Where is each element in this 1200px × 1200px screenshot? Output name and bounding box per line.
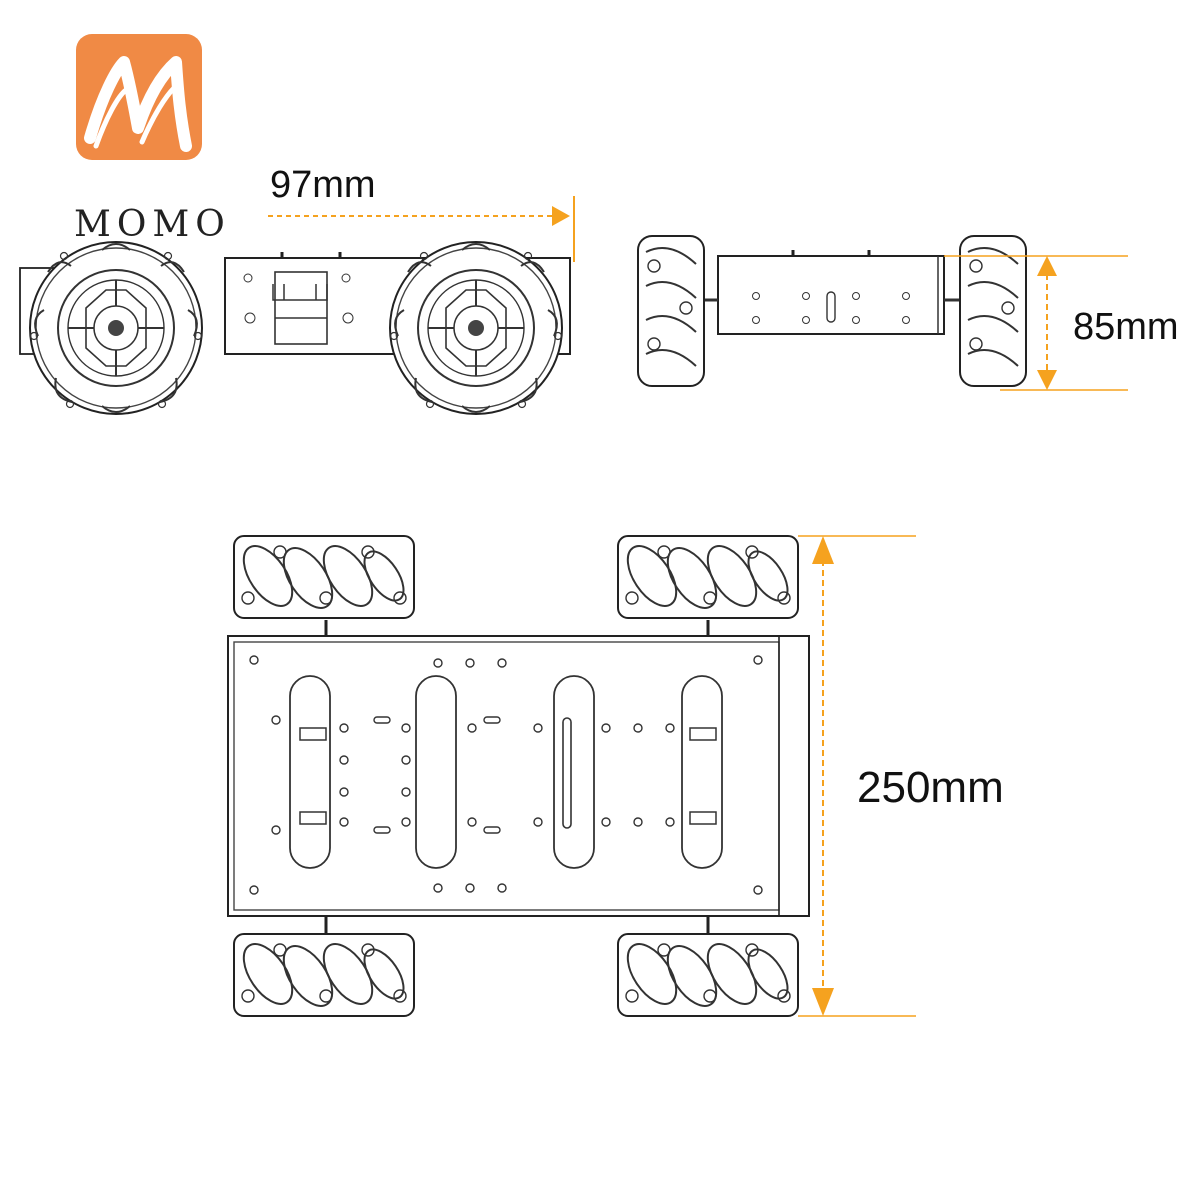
width-dimension-label: 250mm [857,763,1004,812]
logo-badge [76,34,202,160]
height-dimension [944,255,1128,391]
height-dimension-label: 85mm [1073,306,1179,348]
length-dimension-label: 97mm [270,164,376,206]
logo-wordmark: MOMO [74,204,231,245]
top-right-front-wheel [617,535,799,619]
front-left-wheel [637,235,705,387]
top-left-rear-wheel [233,933,415,1017]
momo-logo: MOMO [74,34,225,245]
logo-m-mark [84,56,192,152]
width-dimension [798,535,916,1017]
side-view [19,241,571,415]
side-right-wheel [389,241,563,415]
top-left-front-wheel [233,535,415,619]
front-right-wheel [959,235,1027,387]
side-mount-frame [274,271,328,345]
front-view [637,235,1027,387]
top-right-rear-wheel [617,933,799,1017]
front-chassis-plate [717,255,945,335]
top-view [227,535,810,1017]
length-dimension [268,196,575,262]
side-left-wheel [29,241,203,415]
